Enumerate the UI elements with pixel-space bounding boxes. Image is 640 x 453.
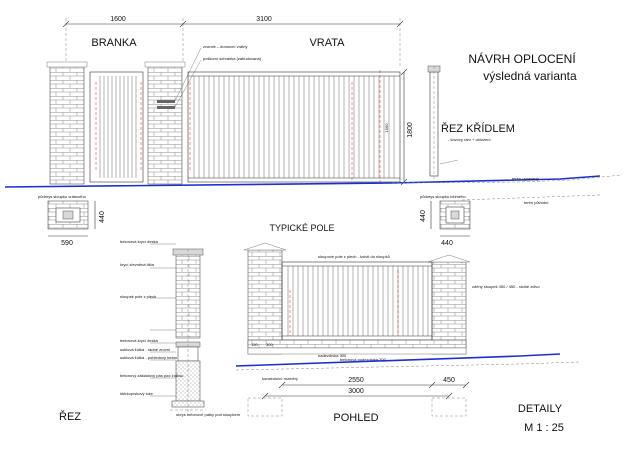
note-betonova-kryci: betonová krycí deska bbox=[120, 239, 159, 244]
note-kryci-zlevnena: krycí zlevněná lišta bbox=[120, 262, 155, 267]
pillar-left-cap bbox=[46, 61, 88, 68]
note-schranka: poštovní schránka (zabudovaná) bbox=[203, 56, 262, 61]
dim-1560: 1560 bbox=[384, 123, 389, 133]
note-nadezdivka: nadezdívka 300 bbox=[318, 353, 347, 358]
label-rez: ŘEZ bbox=[59, 410, 81, 423]
pillar-middle-cap bbox=[144, 61, 186, 68]
vrata-frame bbox=[187, 71, 401, 183]
note-soklova-zidka: soklová žídka - rádné zrovní bbox=[120, 347, 171, 352]
terrain-line-top bbox=[4, 175, 601, 188]
title-line-2: výsledná varianta bbox=[483, 69, 577, 83]
note-konstrukcni-rozmery: konstrukční rozměry bbox=[262, 376, 298, 381]
plan-post-gate: půdorys sloupku vrátového 590 440 bbox=[38, 194, 106, 247]
pillar-left bbox=[49, 65, 85, 185]
dim-1800: 1800 bbox=[407, 122, 414, 138]
terrain-line-bottom bbox=[235, 353, 561, 367]
pillar-middle bbox=[147, 65, 183, 185]
dim-3100: 3100 bbox=[256, 16, 272, 23]
dim-2550: 2550 bbox=[348, 377, 364, 384]
dim-1600: 1600 bbox=[110, 16, 126, 23]
plan-post-regular: půdorys sloupku běžného 440 440 bbox=[420, 194, 471, 247]
top-elevation: zvonek – domovní vrátný poštovní schránk… bbox=[4, 44, 623, 205]
note-betonovy-zaklad: betonový základový pás pod žídkou bbox=[120, 373, 183, 378]
dim-3000: 3000 bbox=[348, 388, 364, 395]
label-pohled: POHLED bbox=[333, 412, 378, 424]
note-betonova-kryci-2: betonová krycí deska bbox=[120, 338, 159, 343]
dim-300: 300 bbox=[266, 342, 273, 347]
doorbell bbox=[157, 100, 175, 103]
label-typicke-pole: TYPICKÉ POLE bbox=[269, 223, 334, 233]
note-sterkopiskovy: štěrkopískový lože bbox=[120, 391, 154, 396]
label-vrata: VRATA bbox=[309, 37, 345, 49]
note-teren-puvodni: terén původní bbox=[524, 200, 549, 205]
note-soklova-zidka-2: soklová žídka - pohledový beton bbox=[120, 355, 177, 360]
note-obrys-betonove: obrys betonové patky pod sloupkem bbox=[176, 412, 241, 417]
note-kovovy-ram: - kovový rám + obložení bbox=[448, 137, 491, 142]
label-branka: BRANKA bbox=[91, 37, 137, 49]
note-betonova-podezdivka: betonová podezdívka 300 bbox=[340, 357, 387, 362]
note-pudorys-vratoveho: půdorys sloupku vrátového bbox=[38, 194, 87, 199]
note-zdeny-sloupek: zděný sloupek 450 / 450 - rádné zdivo bbox=[472, 284, 540, 289]
dim-150: 150 bbox=[251, 342, 258, 347]
title-line-1: NÁVRH OPLOCENÍ bbox=[468, 51, 576, 66]
dim-440-left: 440 bbox=[99, 211, 106, 223]
note-teren-upraveny: terén upravený bbox=[512, 176, 539, 181]
note-sloupek-pole: sloupek pole z plech bbox=[120, 294, 156, 299]
dim-590: 590 bbox=[61, 240, 73, 247]
dim-440-right-v: 440 bbox=[420, 210, 427, 222]
mailbox bbox=[157, 106, 175, 109]
dim-440-right-h: 440 bbox=[441, 240, 453, 247]
label-detaily: DETAILY bbox=[518, 403, 563, 415]
note-sloupove-pole: sloupové pole z plech - kotvit do sloupk… bbox=[318, 254, 390, 259]
dim-450: 450 bbox=[443, 377, 455, 384]
section-rez: betonová krycí deska krycí zlevněná lišt… bbox=[120, 239, 241, 417]
gate-frame bbox=[89, 71, 144, 183]
top-dimensions: 1600 3100 bbox=[62, 16, 404, 66]
note-zvonek: zvonek – domovní vrátný bbox=[203, 44, 247, 49]
label-scale: M 1 : 25 bbox=[524, 422, 564, 434]
label-rez-kridlem: ŘEZ KŘÍDLEM bbox=[441, 122, 515, 135]
view-pohled: 150 300 sloupové pole z plech - kotvit d… bbox=[235, 242, 581, 417]
note-pudorys-beziciho: půdorys sloupku běžného bbox=[420, 194, 466, 199]
